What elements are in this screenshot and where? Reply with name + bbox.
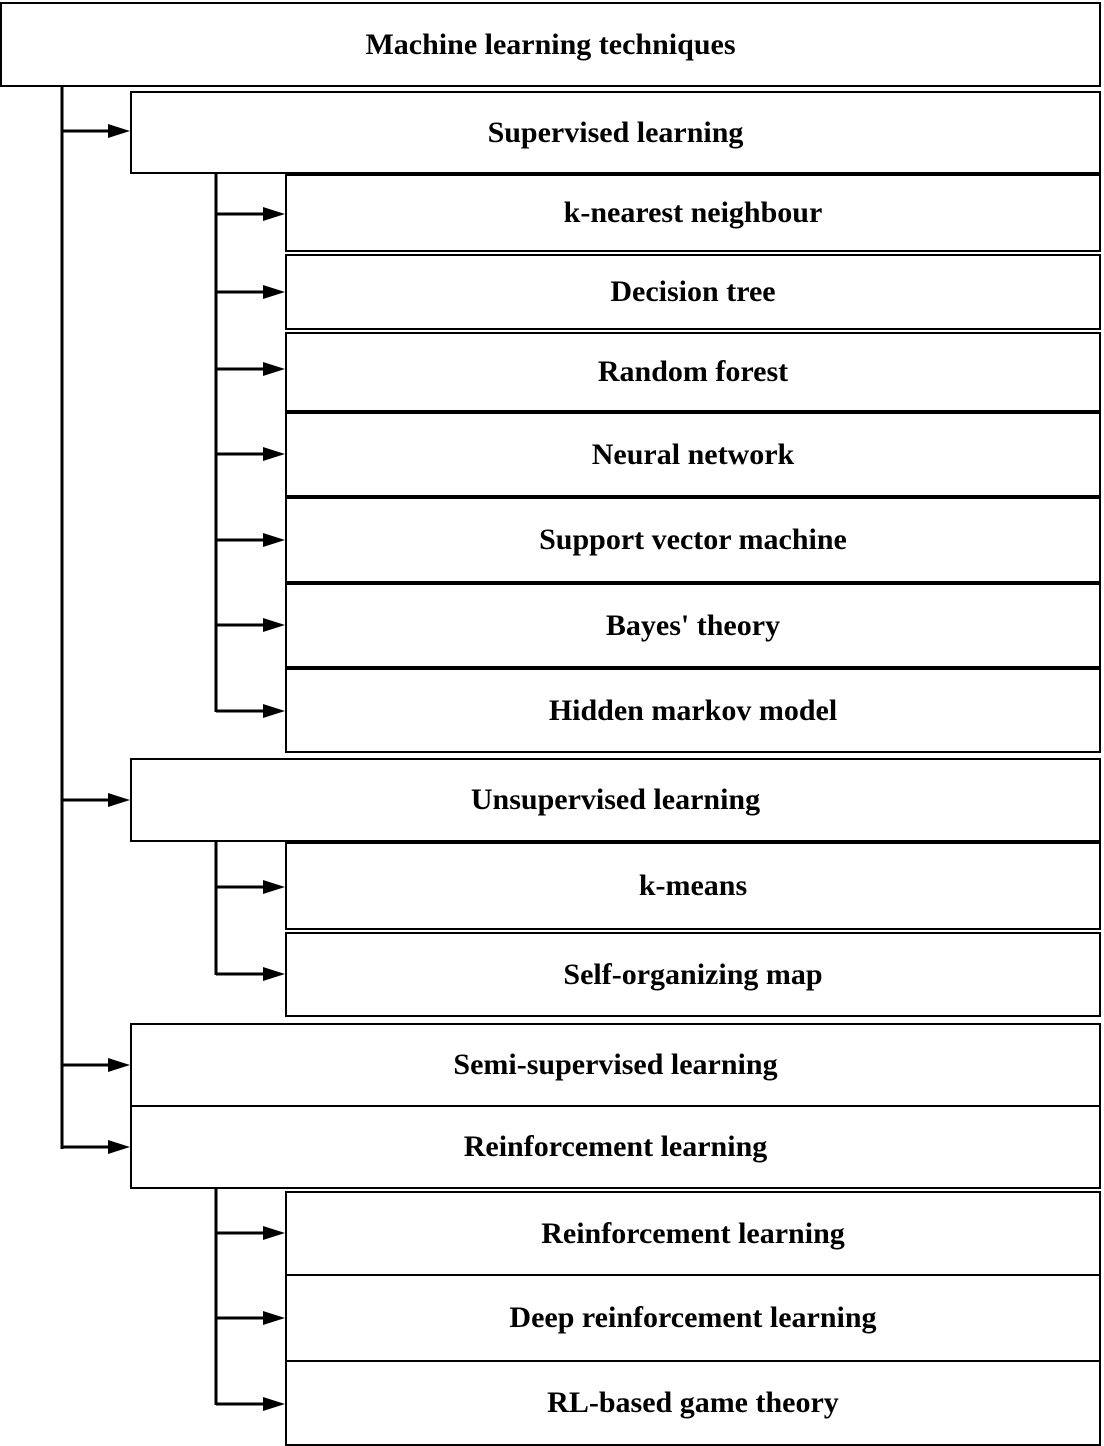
technique-box: Bayes' theory bbox=[285, 583, 1101, 668]
category-label: Reinforcement learning bbox=[463, 1130, 768, 1163]
technique-box: k-nearest neighbour bbox=[285, 174, 1101, 252]
technique-label: Neural network bbox=[591, 437, 795, 471]
arrow-head bbox=[263, 207, 285, 221]
arrow-head bbox=[263, 533, 285, 547]
arrow-head bbox=[108, 793, 130, 807]
root-box: Machine learning techniques bbox=[0, 2, 1101, 87]
arrow-head bbox=[108, 1140, 130, 1154]
technique-label: Bayes' theory bbox=[605, 608, 781, 642]
root-label: Machine learning techniques bbox=[365, 27, 736, 61]
arrow-head bbox=[263, 618, 285, 632]
category-box-reinforcement: Reinforcement learning bbox=[130, 1105, 1101, 1189]
arrow-head bbox=[263, 1226, 285, 1240]
technique-box: Reinforcement learning bbox=[285, 1191, 1101, 1276]
category-box-supervised: Supervised learning bbox=[130, 91, 1101, 174]
arrow-head bbox=[263, 880, 285, 894]
technique-label: Hidden markov model bbox=[548, 693, 838, 727]
technique-box: Neural network bbox=[285, 412, 1101, 497]
technique-label: RL-based game theory bbox=[547, 1386, 839, 1419]
arrow-head bbox=[263, 1311, 285, 1325]
arrow-head bbox=[108, 1058, 130, 1072]
technique-label: Deep reinforcement learning bbox=[509, 1301, 877, 1334]
arrow-head bbox=[108, 124, 130, 138]
technique-label: k-nearest neighbour bbox=[563, 196, 823, 229]
technique-box: Self-organizing map bbox=[285, 932, 1101, 1017]
technique-label: k-means bbox=[638, 869, 748, 902]
technique-label: Support vector machine bbox=[539, 523, 847, 556]
technique-box: Support vector machine bbox=[285, 497, 1101, 583]
technique-label: Random forest bbox=[597, 355, 789, 388]
technique-box: Deep reinforcement learning bbox=[285, 1274, 1101, 1362]
technique-box: Hidden markov model bbox=[285, 668, 1101, 753]
technique-label: Reinforcement learning bbox=[541, 1216, 845, 1250]
category-box-semi-supervised: Semi-supervised learning bbox=[130, 1023, 1101, 1107]
technique-label: Decision tree bbox=[610, 275, 776, 308]
arrow-head bbox=[263, 362, 285, 376]
category-box-unsupervised: Unsupervised learning bbox=[130, 758, 1101, 842]
technique-box: RL-based game theory bbox=[285, 1360, 1101, 1446]
technique-box: k-means bbox=[285, 842, 1101, 930]
category-label: Unsupervised learning bbox=[470, 783, 761, 816]
arrow-head bbox=[263, 1397, 285, 1411]
technique-box: Decision tree bbox=[285, 254, 1101, 330]
category-label: Semi-supervised learning bbox=[453, 1048, 778, 1081]
arrow-head bbox=[263, 447, 285, 461]
technique-label: Self-organizing map bbox=[563, 957, 823, 991]
arrow-head bbox=[263, 967, 285, 981]
arrow-head bbox=[263, 704, 285, 718]
technique-box: Random forest bbox=[285, 332, 1101, 412]
category-label: Supervised learning bbox=[487, 115, 744, 149]
arrow-head bbox=[263, 285, 285, 299]
